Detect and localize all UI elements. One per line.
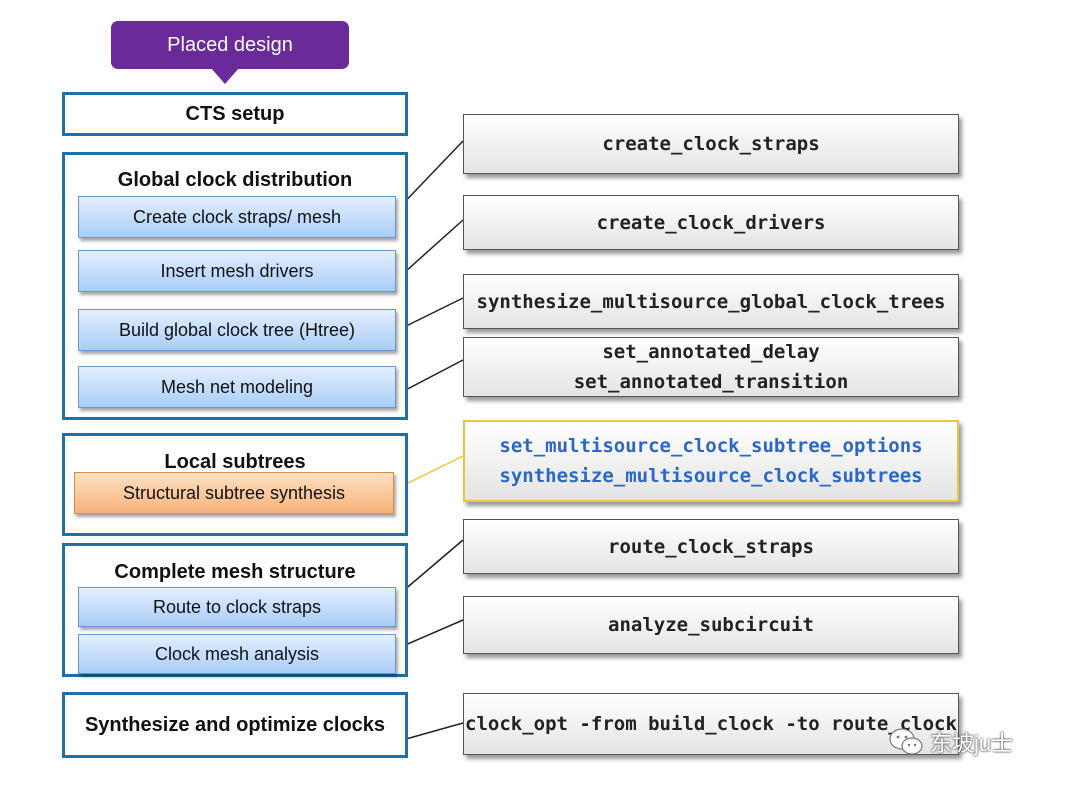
clock-mesh-analysis-label: Clock mesh analysis [154, 643, 320, 664]
create-clock-straps-label: Create clock straps/ mesh [132, 206, 342, 227]
command-line: create_clock_drivers [596, 211, 826, 234]
command-line: create_clock_straps [602, 133, 820, 155]
wechat-icon [889, 728, 923, 755]
create-clock-straps-item: Create clock straps/ mesh [78, 196, 396, 238]
local-subtrees-title: Local subtrees [164, 451, 306, 473]
command-line: set_annotated_transition [573, 371, 849, 393]
command-box-set-annotated: set_annotated_delay set_annotated_transi… [463, 337, 959, 397]
clock-mesh-analysis-item: Clock mesh analysis [78, 634, 396, 674]
placed-design-node: Placed design [111, 21, 349, 69]
command-line: set_multisource_clock_subtree_options [499, 435, 923, 457]
command-box-synthesize-global-clock-trees: synthesize_multisource_global_clock_tree… [463, 274, 959, 329]
command-box-create-clock-drivers: create_clock_drivers [463, 195, 959, 250]
connector-line [405, 722, 464, 740]
placed-design-label: Placed design [167, 33, 293, 56]
watermark: 东坡ju士 [888, 726, 1013, 758]
cts-setup-box: CTS setup [62, 92, 408, 136]
insert-mesh-drivers-item: Insert mesh drivers [78, 250, 396, 292]
command-box-multisource-subtrees: set_multisource_clock_subtree_options sy… [463, 420, 959, 502]
command-line: synthesize_multisource_clock_subtrees [499, 465, 923, 487]
synthesize-optimize-clocks-label: Synthesize and optimize clocks [84, 713, 386, 736]
global-clock-distribution-title: Global clock distribution [117, 169, 353, 191]
command-box-create-clock-straps: create_clock_straps [463, 114, 959, 174]
command-box-route-clock-straps: route_clock_straps [463, 519, 959, 574]
synthesize-optimize-clocks-box: Synthesize and optimize clocks [62, 692, 408, 758]
insert-mesh-drivers-label: Insert mesh drivers [160, 260, 314, 281]
mesh-net-modeling-item: Mesh net modeling [78, 366, 396, 408]
build-global-clock-tree-item: Build global clock tree (Htree) [78, 309, 396, 351]
command-box-analyze-subcircuit: analyze_subcircuit [463, 596, 959, 654]
cts-setup-label: CTS setup [185, 102, 285, 125]
command-line: route_clock_straps [608, 535, 814, 558]
route-to-clock-straps-item: Route to clock straps [78, 587, 396, 627]
command-line: analyze_subcircuit [608, 614, 814, 636]
complete-mesh-structure-title: Complete mesh structure [114, 561, 356, 583]
command-line: synthesize_multisource_global_clock_tree… [476, 290, 946, 313]
down-arrow-icon [211, 68, 239, 84]
command-line: clock_opt -from build_clock -to route_cl… [465, 713, 957, 735]
mesh-net-modeling-label: Mesh net modeling [160, 376, 314, 397]
structural-subtree-synthesis-label: Structural subtree synthesis [122, 482, 346, 503]
command-line: set_annotated_delay [602, 341, 820, 363]
structural-subtree-synthesis-item: Structural subtree synthesis [74, 472, 394, 514]
watermark-text: 东坡ju士 [930, 731, 1014, 756]
build-global-clock-tree-label: Build global clock tree (Htree) [118, 319, 356, 340]
command-box-clock-opt: clock_opt -from build_clock -to route_cl… [463, 693, 959, 755]
route-to-clock-straps-label: Route to clock straps [152, 596, 322, 617]
